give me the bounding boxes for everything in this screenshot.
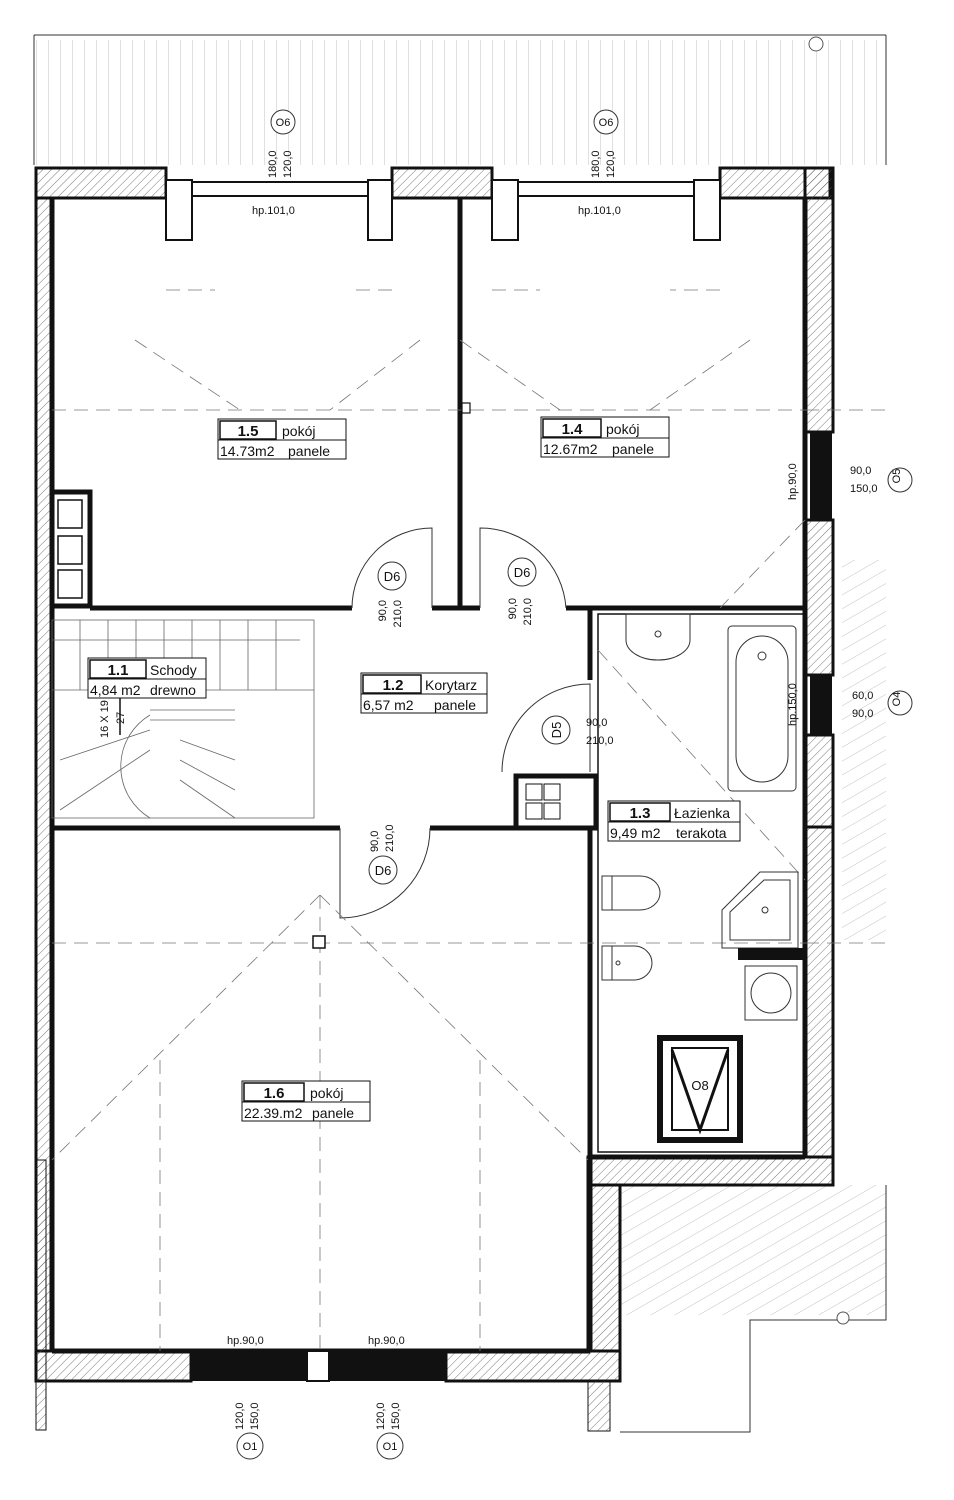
windows-top (165, 179, 721, 241)
roof-slope-lines (51, 289, 886, 1351)
room-1-5-name: pokój (282, 423, 315, 439)
exterior-walls (34, 166, 835, 1383)
door-3-height: 210,0 (384, 824, 396, 852)
left-wall-extension (35, 1159, 47, 1431)
room-1-2-floor: panele (434, 697, 476, 713)
room-1-3-id: 1.3 (630, 805, 651, 822)
window-o4-sill: hp.150,0 (787, 683, 799, 726)
room-1-1-floor: drewno (150, 682, 196, 698)
door-3-width: 90,0 (369, 831, 381, 852)
shower (721, 871, 799, 949)
window-o1-2-width: 120,0 (375, 1402, 387, 1430)
door-swings (339, 527, 591, 919)
window-o8-label: O8 (691, 1078, 708, 1093)
window-o1-1-sill: hp.90,0 (227, 1335, 264, 1347)
window-o6-2-width: 180,0 (590, 150, 602, 178)
room-label-1-4: 1.4 pokój 12.67m2 panele (540, 416, 670, 458)
window-o1-2-height: 150,0 (390, 1402, 402, 1430)
roof-eaves-right (620, 560, 887, 1433)
door-d5-label: D5 (549, 722, 564, 739)
room-1-4-floor: panele (612, 441, 654, 457)
window-o6-1-height: 120,0 (282, 150, 294, 178)
room-label-1-6: 1.6 pokój 22.39.m2 panele (241, 1080, 371, 1122)
door-d5-height: 210,0 (586, 735, 614, 747)
door-d6-label-2: D6 (514, 565, 531, 580)
door-d6-label-1: D6 (384, 569, 401, 584)
window-o1-2-sill: hp.90,0 (368, 1335, 405, 1347)
door-1-height: 210,0 (392, 600, 404, 628)
window-o6-2-sill: hp.101,0 (578, 205, 621, 217)
window-o5-sill: hp.90,0 (787, 463, 799, 500)
ventilation-shaft-bathroom (513, 773, 599, 831)
window-o5-label: O5 (891, 469, 903, 484)
shower-wall (738, 948, 804, 960)
room-1-3-floor: terakota (676, 825, 727, 841)
window-o6-2-height: 120,0 (605, 150, 617, 178)
door-d5-width: 90,0 (586, 717, 607, 729)
room-label-1-5: 1.5 pokój 14.73m2 panele (217, 418, 347, 460)
window-o4-height: 90,0 (852, 708, 873, 720)
room-1-2-id: 1.2 (383, 677, 404, 694)
door-d6-label-3: D6 (375, 863, 392, 878)
bathtub (727, 625, 797, 792)
window-o6-label-1: O6 (276, 117, 291, 129)
window-labels-right: hp.90,0 90,0 150,0 O5 hp.150,0 60,0 90,0… (787, 463, 913, 726)
room-1-1-area: 4,84 m2 (90, 682, 141, 698)
room-1-5-id: 1.5 (238, 423, 259, 440)
window-o5-height: 150,0 (850, 483, 878, 495)
toilet (601, 875, 661, 911)
window-labels-bottom: hp.90,0 hp.90,0 120,0 150,0 O1 120,0 150… (227, 1078, 709, 1460)
room-label-1-1: 1.1 Schody 4,84 m2 drewno (87, 657, 207, 699)
marker-2 (312, 935, 326, 949)
stair-steps: 27 (115, 712, 127, 724)
room-label-1-2: 1.2 Korytarz 6,57 m2 panele (360, 672, 488, 714)
window-o4 (810, 675, 832, 735)
bidet (601, 945, 653, 981)
washing-machine (744, 965, 798, 1021)
window-o6-label-2: O6 (599, 117, 614, 129)
room-1-2-area: 6,57 m2 (363, 697, 414, 713)
window-o1-1-label: O1 (243, 1441, 258, 1453)
room-1-3-area: 9,49 m2 (610, 825, 661, 841)
room-1-5-floor: panele (288, 443, 330, 459)
window-o6-1-width: 180,0 (267, 150, 279, 178)
door-2-height: 210,0 (522, 598, 534, 626)
roof-window-o8 (657, 1035, 743, 1143)
window-labels-top: O6 180,0 120,0 hp.101,0 O6 180,0 120,0 h… (252, 109, 621, 217)
window-o1-1-height: 150,0 (249, 1402, 261, 1430)
marker-1 (461, 402, 471, 414)
stair-dims: 16 X 19 (99, 700, 111, 738)
room-1-1-id: 1.1 (108, 662, 129, 679)
room-1-6-floor: panele (312, 1105, 354, 1121)
window-o1-1-width: 120,0 (234, 1402, 246, 1430)
window-o4-width: 60,0 (852, 690, 873, 702)
window-o4-label: O4 (891, 692, 903, 707)
room-1-4-name: pokój (606, 421, 639, 437)
window-o5 (810, 432, 832, 520)
room-1-6-name: pokój (310, 1085, 343, 1101)
room-1-4-id: 1.4 (562, 421, 584, 438)
door-2-width: 90,0 (507, 598, 519, 619)
roof-eaves-top (33, 34, 887, 165)
window-o1-2-label: O1 (383, 1441, 398, 1453)
room-1-6-area: 22.39.m2 (244, 1105, 303, 1121)
door-1-width: 90,0 (377, 600, 389, 621)
windows-bottom (191, 1350, 446, 1382)
room-1-4-area: 12.67m2 (543, 441, 598, 457)
washbasin (625, 613, 691, 661)
room-1-6-id: 1.6 (264, 1085, 285, 1102)
room-1-5-area: 14.73m2 (220, 443, 275, 459)
room-label-1-3: 1.3 Łazienka 9,49 m2 terakota (607, 800, 741, 842)
window-o6-1-sill: hp.101,0 (252, 205, 295, 217)
right-wall-extension (587, 1380, 611, 1432)
window-o5-width: 90,0 (850, 465, 871, 477)
ventilation-shaft-left (49, 489, 93, 609)
door-labels: D6 90,0 210,0 D6 90,0 210,0 D5 90,0 210,… (368, 557, 614, 885)
room-1-2-name: Korytarz (425, 677, 477, 693)
room-1-3-name: Łazienka (674, 805, 730, 821)
room-1-1-name: Schody (150, 662, 197, 678)
staircase (51, 619, 315, 819)
